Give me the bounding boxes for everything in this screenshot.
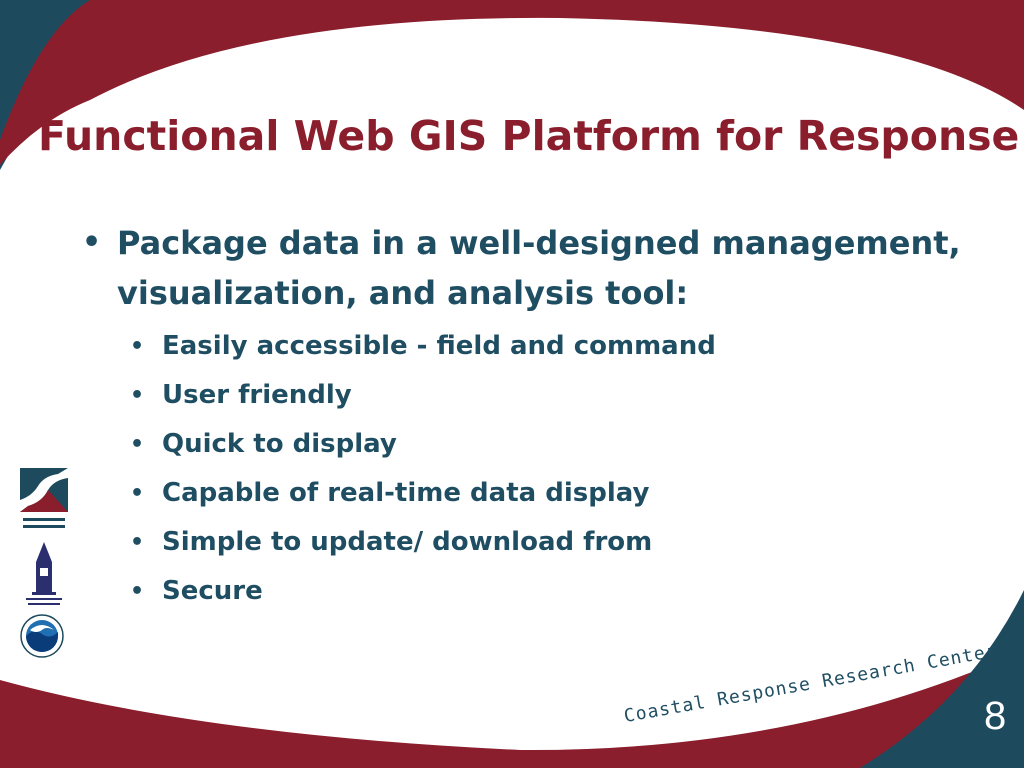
slide-title: Functional Web GIS Platform for Response: [38, 112, 1020, 160]
sub-bullet-item: • Easily accessible - field and command: [72, 322, 1002, 371]
sub-bullet-text: Quick to display: [162, 429, 397, 459]
sub-bullet-text: Easily accessible - field and command: [162, 331, 716, 361]
crrc-logo-icon: [20, 468, 68, 534]
bullet-glyph: •: [82, 225, 102, 260]
sub-bullet-item: • Quick to display: [72, 420, 1002, 469]
bullet-glyph: •: [130, 334, 145, 359]
bullet-glyph: •: [130, 579, 145, 604]
top-maroon-shape: [0, 0, 1024, 165]
bullet-glyph: •: [130, 432, 145, 457]
main-bullet-text: Package data in a well-designed manageme…: [117, 224, 961, 312]
bullet-glyph: •: [130, 383, 145, 408]
sub-bullet-text: Secure: [162, 576, 263, 606]
sub-bullet-text: Simple to update/ download from: [162, 527, 653, 557]
sub-bullet-item: • Capable of real-time data display: [72, 469, 1002, 518]
sub-bullet-list: • Easily accessible - field and command •…: [72, 322, 1002, 616]
sub-bullet-text: Capable of real-time data display: [162, 478, 650, 508]
unh-logo-icon: [26, 542, 62, 605]
page-number: 8: [984, 694, 1007, 738]
slide-body: • Package data in a well-designed manage…: [72, 218, 1002, 616]
bullet-glyph: •: [130, 481, 145, 506]
bottom-maroon-shape: [0, 650, 1024, 768]
top-left-teal-shape: [0, 0, 170, 170]
bullet-glyph: •: [130, 530, 145, 555]
bottom-right-teal-shape: [860, 590, 1024, 768]
sub-bullet-item: • Simple to update/ download from: [72, 518, 1002, 567]
sub-bullet-text: User friendly: [162, 380, 352, 410]
sub-bullet-item: • Secure: [72, 567, 1002, 616]
noaa-logo-icon: [20, 614, 64, 658]
main-bullet: • Package data in a well-designed manage…: [72, 218, 1002, 318]
sub-bullet-item: • User friendly: [72, 371, 1002, 420]
